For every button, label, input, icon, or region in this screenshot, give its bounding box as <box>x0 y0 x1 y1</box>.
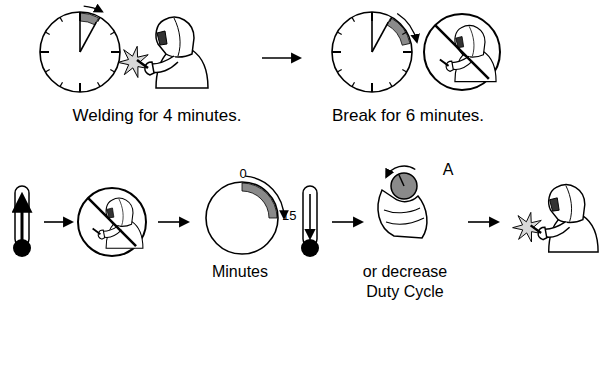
clock-hand <box>79 18 81 52</box>
welding-torch <box>440 60 449 66</box>
flow-arrow <box>262 57 300 59</box>
caption-text: or decrease Duty Cycle <box>350 262 460 302</box>
welder-helmet <box>156 17 194 57</box>
welder-glove <box>446 61 453 71</box>
helmet-strap <box>566 186 572 222</box>
clock-tick <box>98 82 101 86</box>
clock-tick <box>110 32 114 35</box>
scale-number: 15 <box>282 206 304 226</box>
finger-line <box>386 218 424 224</box>
rotation-arrow <box>384 168 424 206</box>
welder-glove <box>98 230 104 239</box>
rotation-arrow <box>397 14 417 42</box>
welder-figure <box>513 185 599 252</box>
weld-sparks <box>118 46 149 77</box>
clock-symbol <box>40 6 120 92</box>
clock-tick <box>337 32 341 35</box>
welder-figure <box>118 17 208 88</box>
prohibition-circle <box>424 14 500 90</box>
helmet-visor <box>550 198 560 211</box>
control-knob <box>391 173 417 199</box>
welder-arm <box>152 56 178 73</box>
welder-helmet <box>106 198 133 226</box>
knob-pointer <box>399 175 404 186</box>
thermometer-symbol <box>301 186 319 257</box>
welder-helmet <box>549 185 585 223</box>
temperature-falling <box>309 194 311 238</box>
caption-text: Minutes <box>180 262 300 282</box>
thermometer-tube <box>15 186 29 246</box>
welder-figure <box>93 198 143 248</box>
clock-symbol <box>332 12 417 92</box>
welder-arm <box>545 222 570 238</box>
welder-glove <box>145 62 154 75</box>
rotation-arrow <box>245 176 284 218</box>
helmet-strap <box>174 18 180 56</box>
thermometer-tube <box>303 186 317 246</box>
scale-number: 0 <box>236 164 250 184</box>
flow-arrow <box>332 221 362 223</box>
clock-tick <box>60 82 63 86</box>
thermometer-symbol <box>13 186 31 257</box>
helmet-visor <box>157 31 167 45</box>
clock-tick <box>332 51 341 53</box>
clock-tick <box>45 32 49 35</box>
knob-letter: A <box>440 160 456 180</box>
clock-tick <box>40 51 49 53</box>
welding-torch <box>137 60 148 68</box>
knob-adjust <box>378 166 427 238</box>
clock-tick <box>60 17 63 21</box>
welding-torch <box>531 225 541 233</box>
clock-face <box>40 12 120 92</box>
finger-line <box>384 208 420 213</box>
clock-tick <box>110 70 114 73</box>
clock-tick <box>98 17 101 21</box>
prohibition-bar <box>435 25 489 79</box>
clock-tick <box>402 32 406 35</box>
clock-hand <box>371 18 373 52</box>
prohibition-bar <box>88 198 136 246</box>
welding-torch <box>93 229 101 235</box>
clock-tick <box>111 51 120 53</box>
clock-face <box>206 182 278 254</box>
clock-tick <box>79 83 81 92</box>
weld-sparks <box>513 212 542 242</box>
welder-figure <box>440 26 496 82</box>
clock-tick <box>371 83 373 92</box>
clock-tick <box>402 70 406 73</box>
clock-hand <box>372 22 388 52</box>
helmet-strap <box>469 26 474 56</box>
welder-helmet <box>455 26 485 58</box>
clock-tick <box>337 70 341 73</box>
clock-tick <box>352 17 355 21</box>
clock-tick <box>45 70 49 73</box>
clock-face <box>332 12 412 92</box>
welder-glove <box>538 227 547 239</box>
flow-arrow <box>468 221 498 223</box>
thermometer-bulb <box>301 239 319 257</box>
clock-tick <box>390 82 393 86</box>
prohibition-circle <box>78 188 146 256</box>
helmet-strap <box>119 199 123 226</box>
rotation-arrow <box>386 166 415 177</box>
clock-hand <box>80 22 96 52</box>
temperature-rising <box>21 196 24 242</box>
caption-text: Welding for 4 minutes. <box>55 106 259 126</box>
clock-tick <box>403 51 412 53</box>
caption-text: Break for 6 minutes. <box>298 106 518 126</box>
flow-arrow <box>158 221 188 223</box>
clock-tick <box>390 17 393 21</box>
clock-symbol <box>206 176 284 254</box>
clock-tick <box>352 82 355 86</box>
rotation-arrow <box>84 6 102 11</box>
flow-arrow <box>44 221 72 223</box>
